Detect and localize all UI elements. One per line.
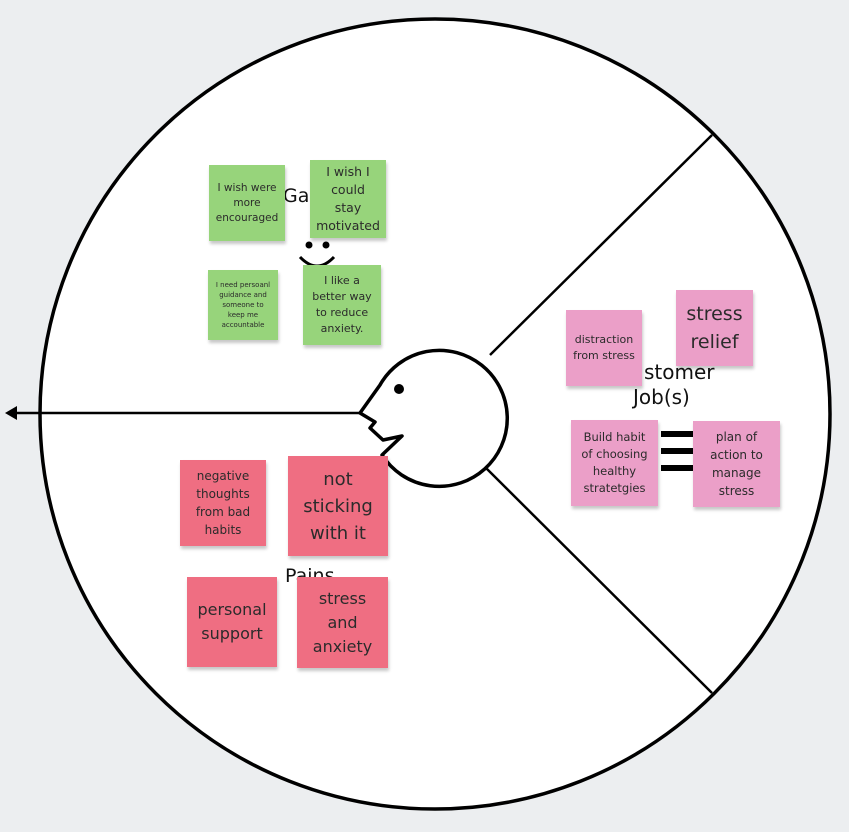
pain-note-negative-thoughts[interactable]: negative thoughts from bad habits — [180, 460, 266, 546]
divider-line-lower — [482, 464, 713, 694]
arrow-head-icon — [5, 406, 17, 420]
gain-note-encouraged[interactable]: I wish were more encouraged — [209, 165, 285, 241]
job-note-plan-action[interactable]: plan of action to manage stress — [693, 421, 780, 507]
customer-eye-icon — [394, 384, 404, 394]
gain-note-reduce-anxiety-text: I like a better way to reduce anxiety. — [312, 274, 372, 335]
job-note-build-habit-text: Build habit of choosing healthy stratetg… — [581, 430, 648, 495]
pain-note-stress-anxiety[interactable]: stress and anxiety — [297, 577, 388, 668]
equals-bar-3 — [661, 465, 693, 471]
pain-note-not-sticking-text: not sticking with it — [303, 468, 373, 544]
job-note-distraction-text: distraction from stress — [573, 333, 635, 362]
job-note-plan-action-text: plan of action to manage stress — [710, 430, 763, 498]
pain-note-negative-thoughts-text: negative thoughts from bad habits — [195, 469, 251, 537]
customer-jobs-label-line2: Job(s) — [633, 385, 690, 409]
gains-label: Ga — [283, 185, 310, 207]
job-note-stress-relief-text: stress relief — [686, 303, 743, 353]
equals-bar-1 — [661, 431, 693, 437]
pain-note-personal-support[interactable]: personal support — [187, 577, 277, 667]
equals-bar-2 — [661, 448, 693, 454]
gain-note-guidance[interactable]: I need persoanl guidance and someone to … — [208, 270, 278, 340]
gain-note-guidance-text: I need persoanl guidance and someone to … — [215, 281, 271, 329]
job-note-stress-relief[interactable]: stress relief — [676, 290, 753, 366]
pain-note-stress-anxiety-text: stress and anxiety — [312, 588, 373, 656]
gains-smiley-eye-left — [305, 241, 313, 249]
gain-note-reduce-anxiety[interactable]: I like a better way to reduce anxiety. — [303, 265, 381, 345]
divider-line-upper — [489, 134, 713, 356]
gains-smiley-eye-right — [322, 241, 330, 249]
pain-note-personal-support-text: personal support — [197, 600, 267, 643]
gain-note-motivated-text: I wish I could stay motivated — [316, 164, 380, 233]
pain-note-not-sticking[interactable]: not sticking with it — [288, 456, 388, 556]
customer-head-icon — [358, 348, 509, 489]
gain-note-encouraged-text: I wish were more encouraged — [215, 181, 279, 224]
job-note-distraction[interactable]: distraction from stress — [566, 310, 642, 386]
gain-note-motivated[interactable]: I wish I could stay motivated — [310, 160, 386, 238]
job-note-build-habit[interactable]: Build habit of choosing healthy stratetg… — [571, 420, 658, 506]
